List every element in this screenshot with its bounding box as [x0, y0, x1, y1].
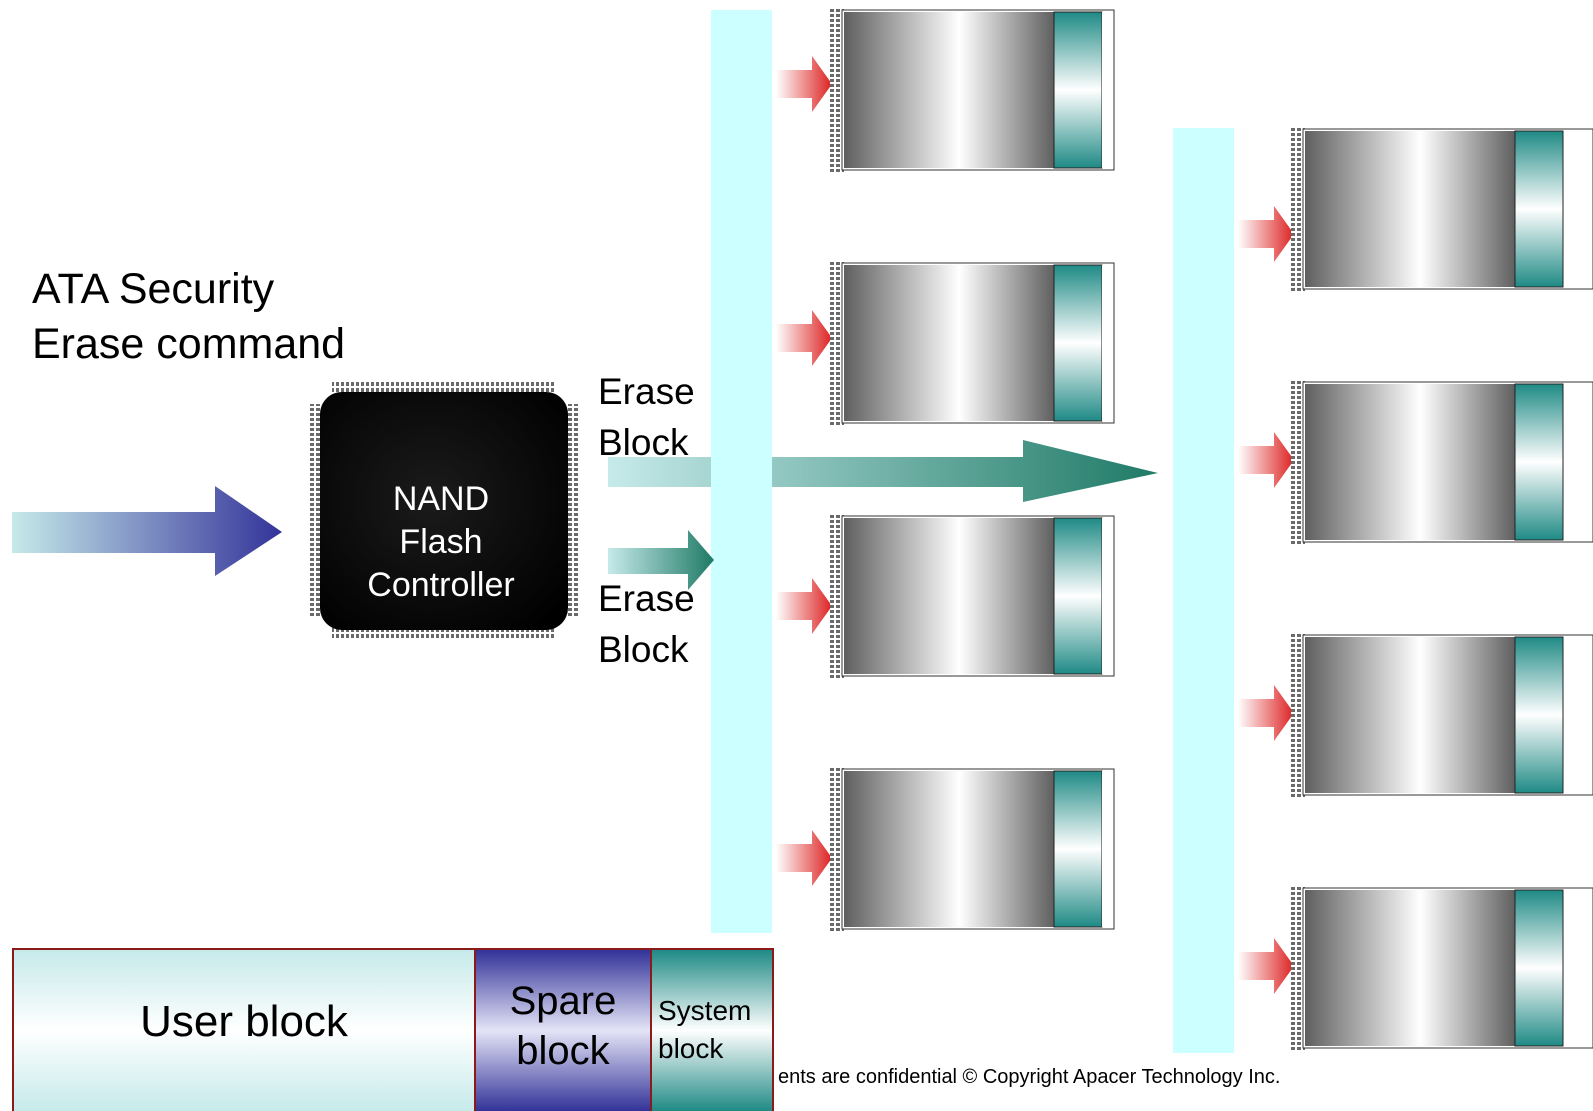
nand-chip [1291, 127, 1593, 293]
erase-arrow-to-second-bus [608, 440, 1158, 502]
legend-system-line-1: System [658, 995, 752, 1026]
block-legend: User block Spare block System block [12, 948, 774, 1111]
nand-chip [830, 261, 1115, 427]
erase-upper-line-2: Block [598, 422, 689, 463]
nand-arrow [776, 830, 832, 886]
nand-chip [1291, 886, 1593, 1052]
erase-command-label: ATA Security Erase command [32, 262, 345, 372]
erase-lower-line-1: Erase [598, 578, 695, 619]
nand-flash-controller-chip [310, 382, 578, 640]
input-arrow [12, 486, 282, 576]
nand-arrow [776, 310, 832, 366]
legend-spare-line-2: block [516, 1029, 610, 1073]
nand-arrow [1238, 206, 1294, 262]
nand-arrow [1238, 938, 1294, 994]
legend-spare-line-1: Spare [509, 979, 617, 1023]
controller-label: NAND Flash Controller [310, 478, 572, 607]
erase-block-label-upper: Erase Block [598, 366, 695, 468]
legend-spare-label: Spare block [476, 976, 650, 1076]
nand-arrow [1238, 432, 1294, 488]
erase-upper-line-1: Erase [598, 371, 695, 412]
controller-line-3: Controller [367, 566, 515, 604]
channel-bus-1 [711, 10, 772, 933]
legend-system-label: System block [658, 992, 772, 1068]
nand-arrow [1238, 685, 1294, 741]
command-line-2: Erase command [32, 320, 346, 368]
erase-block-label-lower: Erase Block [598, 573, 695, 675]
nand-chip [830, 767, 1115, 933]
nand-arrow [776, 56, 832, 112]
erase-lower-line-2: Block [598, 629, 689, 670]
controller-line-2: Flash [399, 523, 483, 561]
controller-line-1: NAND [392, 480, 490, 518]
erase-arrow-to-first-bus [608, 530, 714, 590]
channel-bus-2 [1173, 128, 1234, 1053]
nand-chip [1291, 380, 1593, 546]
nand-chip [1291, 633, 1593, 799]
nand-arrow [776, 578, 832, 634]
legend-user-block: User block [12, 948, 476, 1111]
nand-chip [830, 514, 1115, 680]
legend-system-block: System block [650, 948, 774, 1111]
legend-spare-block: Spare block [474, 948, 652, 1111]
copyright-footer: ents are confidential © Copyright Apacer… [778, 1066, 1281, 1088]
legend-system-line-2: block [658, 1033, 724, 1064]
legend-user-label: User block [140, 997, 348, 1046]
command-line-1: ATA Security [32, 265, 275, 313]
nand-chip [830, 8, 1115, 174]
